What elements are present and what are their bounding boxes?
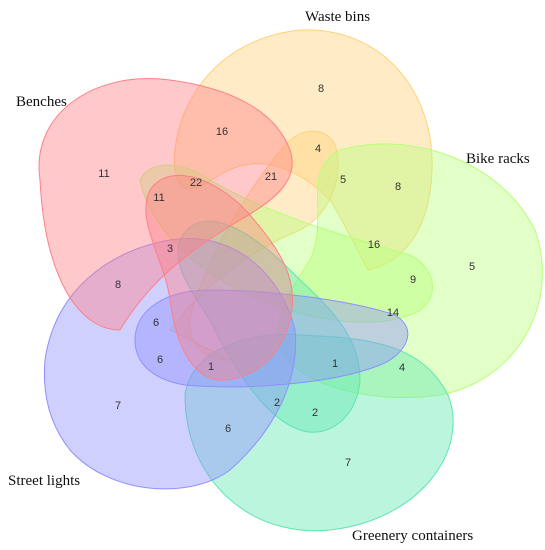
region-count: 16 (216, 126, 228, 138)
set-label-bike: Bike racks (466, 151, 530, 167)
set-lobe-bike (139, 164, 433, 323)
set-lobe-waste (169, 130, 339, 361)
region-count: 22 (190, 177, 202, 189)
region-count: 9 (410, 274, 416, 286)
region-count: 6 (153, 317, 159, 329)
set-label-benches: Benches (16, 94, 67, 110)
region-count: 4 (399, 362, 405, 374)
set-shape-benches (38, 78, 293, 331)
region-count: 7 (115, 400, 121, 412)
region-count: 1 (208, 361, 214, 373)
region-count: 6 (157, 354, 163, 366)
set-lobe-lights (134, 289, 409, 388)
region-count: 4 (315, 143, 321, 155)
region-count: 14 (387, 307, 399, 319)
set-lobe-greenery (177, 220, 361, 433)
set-labels: Waste bins Bike racks Greenery container… (8, 9, 530, 544)
region-count: 2 (274, 397, 280, 409)
set-shape-waste (174, 29, 433, 271)
region-count: 5 (469, 261, 475, 273)
region-count: 21 (265, 171, 277, 183)
set-label-greenery: Greenery containers (352, 528, 473, 544)
region-count: 2 (312, 407, 318, 419)
region-count: 11 (98, 168, 109, 180)
region-count: 11 (153, 192, 164, 204)
region-count: 1 (332, 358, 338, 370)
region-count: 8 (115, 279, 121, 291)
region-count: 7 (345, 457, 351, 469)
set-label-lights: Street lights (8, 473, 80, 489)
set-shape-greenery (184, 333, 454, 532)
set-lobe-benches (145, 174, 294, 381)
set-shape-lights (43, 238, 297, 490)
region-count: 8 (318, 83, 324, 95)
region-count: 6 (225, 423, 231, 435)
set-shapes (38, 29, 543, 532)
region-count: 3 (167, 243, 173, 255)
region-count: 8 (395, 181, 401, 193)
region-count: 5 (340, 174, 346, 186)
set-shape-bike (276, 143, 543, 398)
set-label-waste: Waste bins (305, 9, 370, 25)
region-count: 16 (368, 239, 380, 251)
